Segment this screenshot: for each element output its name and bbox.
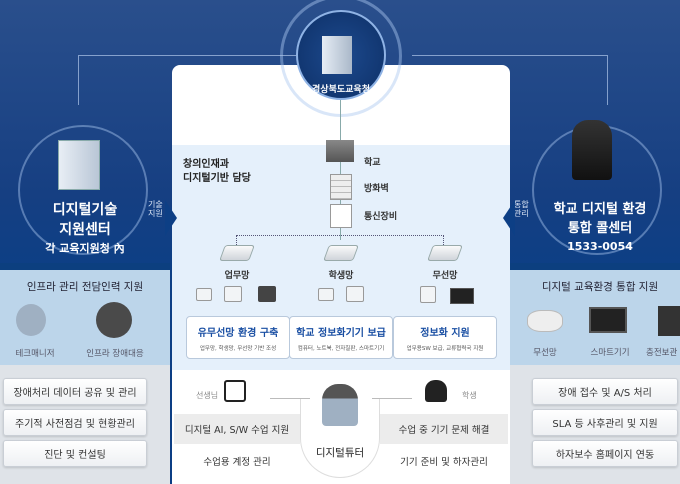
left-hub-subtitle: 각 교육지원청 內 (45, 242, 125, 255)
server-gear-icon (96, 302, 132, 338)
switch-icon (323, 245, 359, 261)
left-panel-title: 인프라 관리 전담인력 지원 (26, 281, 144, 293)
top-hub-ring (280, 0, 402, 117)
connector-left (78, 55, 303, 105)
right-side-label: 통합 관리 (514, 200, 529, 218)
printer-icon (258, 286, 276, 302)
teacher-task: 디지털 AI, S/W 수업 지원 (174, 414, 300, 444)
switch-icon (219, 245, 255, 261)
student-label: 학생 (462, 391, 477, 400)
arrow-to-teacher (270, 398, 310, 399)
right-panel-strip (510, 263, 680, 270)
right-item-label: 스마트기기 (590, 348, 630, 358)
right-action-button[interactable]: SLA 등 사후관리 및 지원 (532, 409, 678, 436)
arrow-to-student (372, 398, 412, 399)
tutor-name: 디지털튜터 (315, 447, 365, 459)
tablet-icon (450, 288, 474, 304)
left-panel-strip (0, 263, 170, 270)
school-icon (326, 140, 354, 162)
student-task: 기기 준비 및 하자관리 (380, 446, 508, 476)
desktop-icon (346, 286, 364, 302)
left-side-label: 기술 지원 (148, 200, 163, 218)
connector-vertical (340, 100, 341, 240)
right-action-button[interactable]: 하자보수 홈페이지 연동 (532, 440, 678, 467)
top-hub-title: 경상북도교육청 (312, 85, 370, 95)
chain-label: 학교 (364, 158, 381, 168)
student-task: 수업 중 기기 문제 해결 (380, 414, 508, 444)
office-building-icon (322, 36, 352, 74)
left-item-label: 인프라 장애대응 (86, 349, 144, 359)
laptop-icon (196, 288, 212, 301)
student-icon (425, 380, 447, 402)
right-panel-title: 디지털 교육환경 통합 지원 (541, 281, 659, 293)
network-label: 업무망 (224, 271, 250, 281)
left-action-button[interactable]: 주기적 사전점검 및 현황관리 (3, 409, 147, 436)
building-icon (58, 140, 100, 190)
left-item-label: 테크매니저 (15, 349, 55, 359)
firewall-icon (330, 174, 352, 200)
network-label: 무선망 (432, 271, 458, 281)
laptop-icon (318, 288, 334, 301)
left-action-button[interactable]: 장애처리 데이터 공유 및 관리 (3, 378, 147, 405)
network-label: 학생망 (328, 271, 354, 281)
switch-icon (427, 245, 463, 261)
tutor-icon (322, 384, 358, 426)
right-item-label: 무선망 (533, 348, 557, 358)
left-arrow-icon (165, 200, 177, 236)
call-agent-icon (572, 120, 612, 180)
network-branch-lines (236, 235, 444, 245)
desktop-icon (224, 286, 242, 302)
chain-label: 방화벽 (364, 184, 389, 194)
teacher-task: 수업용 계정 관리 (174, 446, 300, 476)
router-icon (420, 286, 436, 303)
call-center-phone: 1533-0054 (567, 240, 633, 253)
right-arrow-icon (503, 200, 515, 236)
teacher-icon (224, 380, 246, 402)
connector-right (412, 55, 608, 105)
right-action-button[interactable]: 장애 접수 및 A/S 처리 (532, 378, 678, 405)
tablet-icon (589, 307, 627, 333)
chain-label: 통신장비 (364, 212, 398, 222)
access-point-icon (527, 310, 563, 332)
communication-equipment-icon (330, 204, 352, 228)
right-item-label: 충전보관 (646, 348, 678, 358)
teacher-label: 선생님 (196, 391, 219, 400)
charging-cabinet-icon (658, 306, 680, 336)
left-hub-ring (18, 125, 148, 255)
left-action-button[interactable]: 진단 및 컨설팅 (3, 440, 147, 467)
people-icon (16, 304, 46, 336)
